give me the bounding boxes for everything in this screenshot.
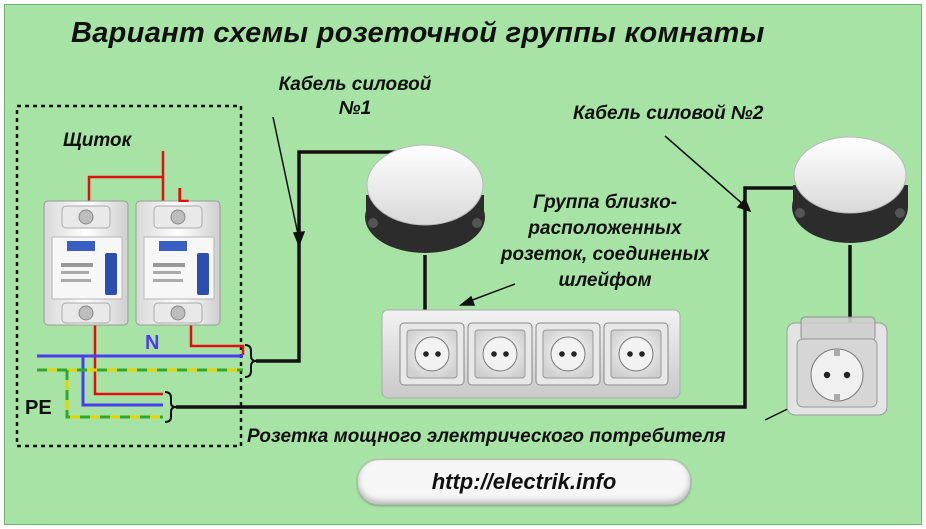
outlet-group-line1: Группа близко- <box>532 192 678 213</box>
circuit-breaker-2 <box>135 200 221 326</box>
panel-label: Щиток <box>63 130 132 151</box>
outlet-group-line2: расположенных <box>528 218 682 239</box>
wiring-diagram <box>15 104 908 448</box>
power-outlet <box>786 316 888 416</box>
cable1-brace <box>244 344 257 378</box>
circuit-breaker-1 <box>43 200 129 326</box>
ground-wires <box>37 368 243 419</box>
socket-4 <box>603 322 669 386</box>
website-url[interactable]: http://electrik.info <box>431 469 617 494</box>
socket-strip <box>381 309 681 399</box>
cable2-brace <box>164 391 177 423</box>
outlet-group-line4: шлейфом <box>558 270 652 291</box>
cable2-label: Кабель силовой №2 <box>573 103 764 124</box>
junction-box-2 <box>792 136 908 243</box>
cable1-label-line1: Кабель силовой <box>278 74 432 95</box>
outlet-group-label: Группа близко- расположенных розеток, со… <box>455 190 755 294</box>
panel-boundary <box>15 104 243 448</box>
website-url-badge[interactable]: http://electrik.info <box>357 459 691 505</box>
neutral-label: N <box>145 332 160 354</box>
diagram-canvas: Вариант схемы розеточной группы комнаты … <box>4 4 922 525</box>
outlet-group-line3: розеток, соединеных <box>500 244 710 265</box>
phase-wires <box>87 151 245 396</box>
page-title: Вариант схемы розеточной группы комнаты <box>71 17 765 49</box>
ground-label: PE <box>25 397 52 419</box>
cable1-label: Кабель силовой №1 <box>239 73 471 121</box>
power-outlet-label: Розетка мощного электрического потребите… <box>247 426 726 447</box>
neutral-wires <box>37 354 243 407</box>
junction-box-1 <box>365 144 485 253</box>
socket-2 <box>467 322 533 386</box>
phase-label: L <box>177 185 190 207</box>
cable1-label-line2: №1 <box>338 98 372 119</box>
socket-3 <box>535 322 601 386</box>
socket-1 <box>399 322 465 386</box>
